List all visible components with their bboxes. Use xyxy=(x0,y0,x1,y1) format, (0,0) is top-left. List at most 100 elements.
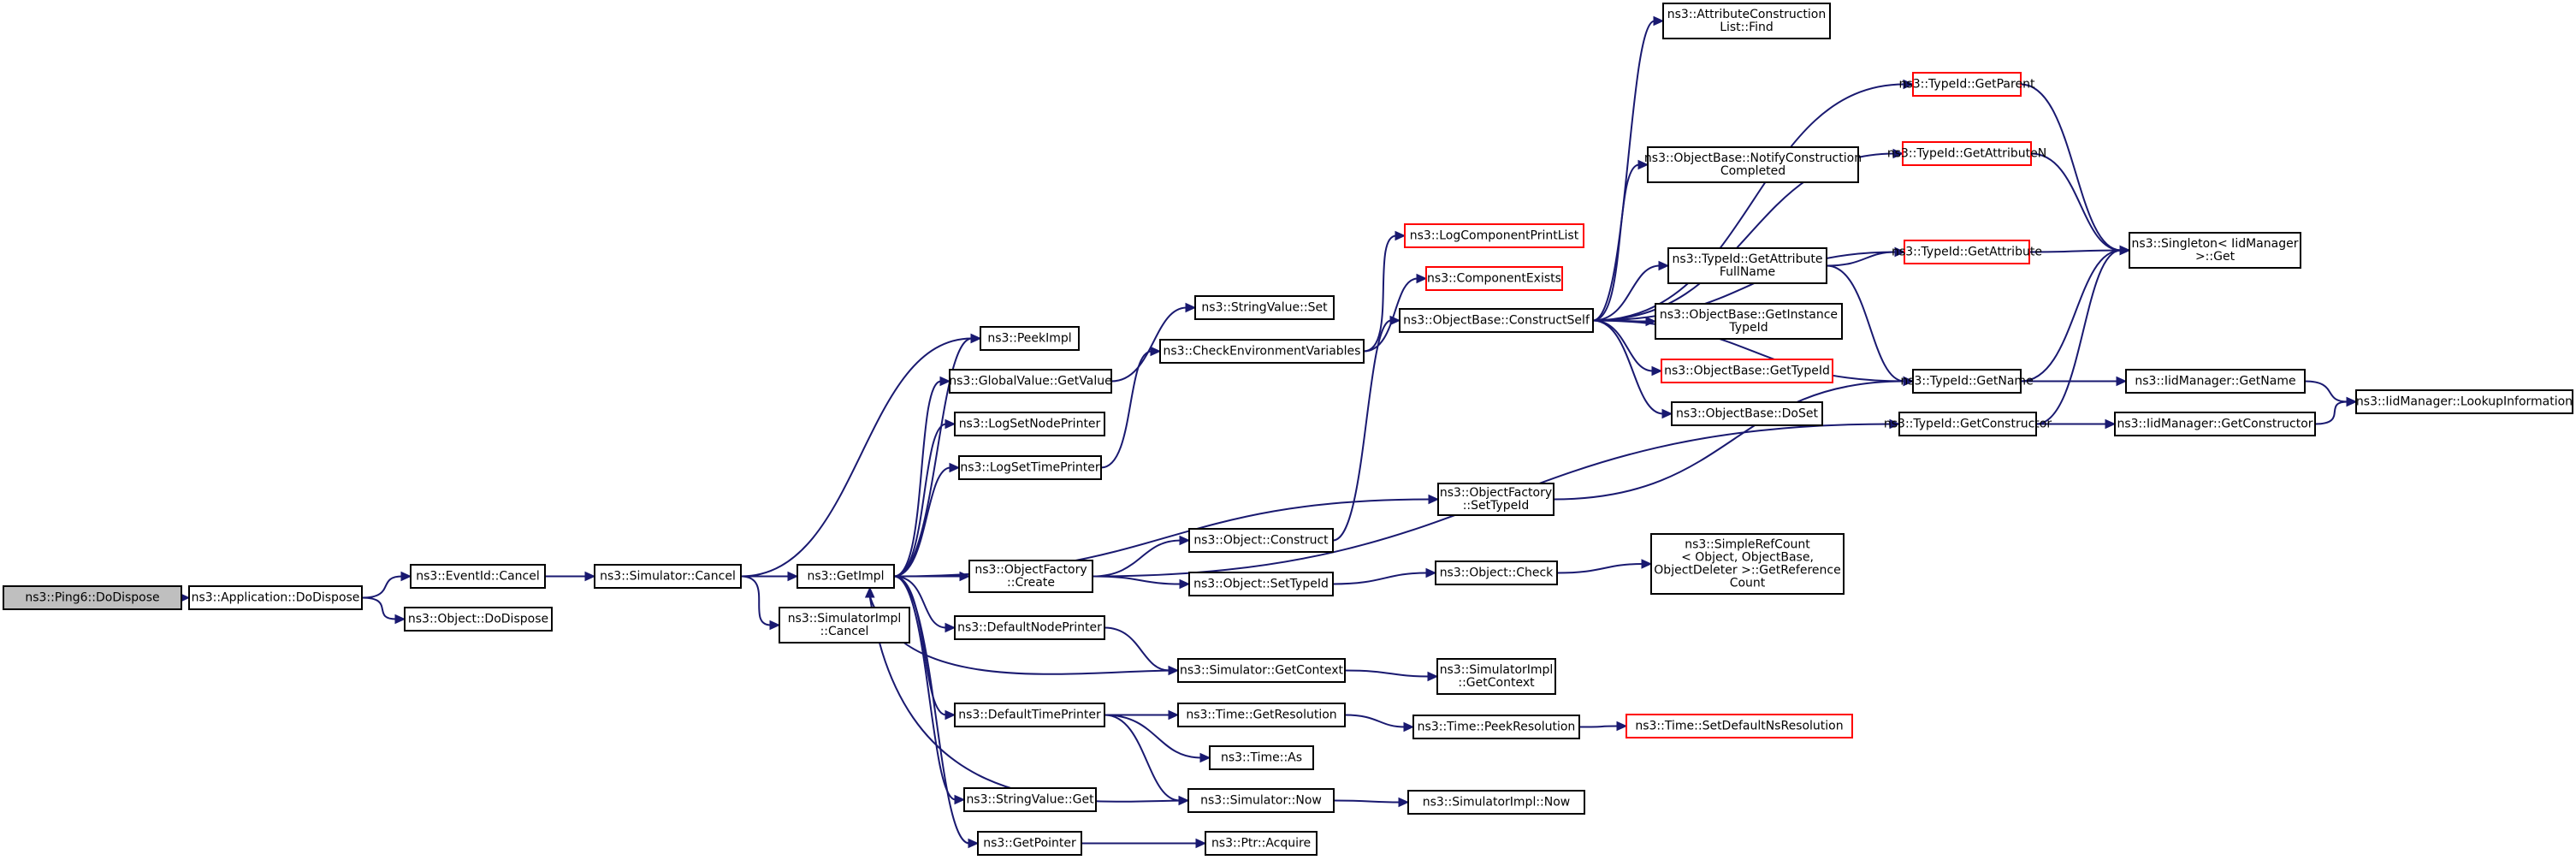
node-label: ns3::TypeId::GetAttribute xyxy=(1673,252,1823,266)
arrowhead xyxy=(1637,159,1649,170)
node-box xyxy=(968,560,1093,593)
edge-objectfactory-create-to-object-settypeid xyxy=(1092,575,1181,585)
node-box xyxy=(1647,146,1859,183)
node-stringvalue-set[interactable]: ns3::StringValue::Set xyxy=(1194,295,1335,320)
node-box xyxy=(1912,72,2022,97)
node-label: ns3::SimulatorImpl xyxy=(1440,663,1554,677)
node-time-setdefaultnsresolution[interactable]: ns3::Time::SetDefaultNsResolution xyxy=(1626,714,1853,738)
node-simimpl-now[interactable]: ns3::SimulatorImpl::Now xyxy=(1407,790,1585,815)
node-objectfactory-settypeid[interactable]: ns3::ObjectFactory::SetTypeId xyxy=(1437,483,1554,516)
node-objectbase-doset[interactable]: ns3::ObjectBase::DoSet xyxy=(1671,401,1823,426)
arrowhead xyxy=(1903,79,1915,90)
edge-simulator-cancel-to-simimpl-cancel xyxy=(740,575,772,626)
node-simulator-getcontext[interactable]: ns3::Simulator::GetContext xyxy=(1177,658,1346,683)
arrowhead xyxy=(1195,838,1207,849)
node-globalvalue-getvalue[interactable]: ns3::GlobalValue::GetValue xyxy=(949,369,1112,394)
node-typeid-getparent[interactable]: ns3::TypeId::GetParent xyxy=(1899,72,2035,97)
node-iidmanager-getname[interactable]: ns3::IidManager::GetName xyxy=(2125,369,2306,394)
node-typeid-getconstructor[interactable]: ns3::TypeId::GetConstructor xyxy=(1884,412,2052,436)
node-label: < Object, ObjectBase, xyxy=(1681,551,1814,565)
node-ptr-acquire[interactable]: ns3::Ptr::Acquire xyxy=(1205,831,1318,856)
arrowhead xyxy=(1903,376,1915,387)
node-iidmanager-getconstructor[interactable]: ns3::IidManager::GetConstructor xyxy=(2114,412,2316,436)
node-objectbase-constructself[interactable]: ns3::ObjectBase::ConstructSelf xyxy=(1399,308,1594,333)
node-typeid-getname[interactable]: ns3::TypeId::GetName xyxy=(1900,369,2034,394)
node-box xyxy=(594,564,742,589)
node-simulator-cancel[interactable]: ns3::Simulator::Cancel xyxy=(594,564,742,589)
node-getpointer[interactable]: ns3::GetPointer xyxy=(977,831,1082,856)
node-iidmanager-lookupinformation[interactable]: ns3::IidManager::LookupInformation xyxy=(2355,389,2573,414)
node-label: ns3::AttributeConstruction xyxy=(1667,8,1826,21)
arrowhead xyxy=(1425,567,1437,578)
node-app-dodispose[interactable]: ns3::Application::DoDispose xyxy=(188,585,363,610)
node-box xyxy=(1177,658,1346,683)
node-simulator-now[interactable]: ns3::Simulator::Now xyxy=(1187,788,1335,813)
node-objectbase-gettypeid[interactable]: ns3::ObjectBase::GetTypeId xyxy=(1661,359,1833,383)
arrowhead xyxy=(1199,752,1211,763)
node-typeid-getattribute[interactable]: ns3::TypeId::GetAttribute xyxy=(1892,240,2042,264)
node-simplerefcount-getreferencecount[interactable]: ns3::SimpleRefCount< Object, ObjectBase,… xyxy=(1650,533,1845,595)
node-peekimpl[interactable]: ns3::PeekImpl xyxy=(980,326,1080,351)
edge-defaulttimeprinter-to-time-as xyxy=(1104,714,1202,759)
edge-globalvalue-getvalue-to-stringvalue-set xyxy=(1110,306,1187,383)
node-componentexists[interactable]: ns3::ComponentExists xyxy=(1425,266,1563,291)
node-box xyxy=(1671,401,1823,426)
node-defaultnodeprinter[interactable]: ns3::DefaultNodePrinter xyxy=(954,615,1105,640)
node-typeid-getattributen[interactable]: ns3::TypeId::GetAttributeN xyxy=(1887,141,2046,166)
node-object-dodispose[interactable]: ns3::Object::DoDispose xyxy=(404,607,553,632)
node-label: ::Create xyxy=(1007,576,1055,590)
edge-object-settypeid-to-object-check xyxy=(1332,572,1428,585)
node-object-construct[interactable]: ns3::Object::Construct xyxy=(1188,528,1334,553)
node-logsetnodeprinter[interactable]: ns3::LogSetNodePrinter xyxy=(954,412,1105,436)
node-defaulttimeprinter[interactable]: ns3::DefaultTimePrinter xyxy=(954,703,1105,727)
node-time-as[interactable]: ns3::Time::As xyxy=(1209,745,1314,770)
node-box xyxy=(1626,714,1853,738)
arrowhead xyxy=(1416,273,1428,284)
node-stringvalue-get[interactable]: ns3::StringValue::Get xyxy=(963,787,1097,812)
edge-simulator-getcontext-to-simimpl-getcontext xyxy=(1344,669,1430,678)
node-simimpl-cancel[interactable]: ns3::SimulatorImpl::Cancel xyxy=(779,607,910,644)
edge-typeid-getattributefullname-to-typeid-getattribute xyxy=(1826,251,1897,267)
node-logsettimeprinter[interactable]: ns3::LogSetTimePrinter xyxy=(958,455,1102,480)
node-box xyxy=(404,607,553,632)
node-label: ns3::Object::Check xyxy=(1440,566,1554,580)
node-box xyxy=(1912,369,2022,394)
node-eventid-cancel[interactable]: ns3::EventId::Cancel xyxy=(410,564,546,589)
edge-app-dodispose-to-object-dodispose xyxy=(361,596,397,620)
edge-iidmanager-getname-to-iidmanager-lookupinformation xyxy=(2304,380,2348,403)
node-label: ns3::SimulatorImpl::Now xyxy=(1423,796,1571,810)
node-object-settypeid[interactable]: ns3::Object::SetTypeId xyxy=(1188,572,1334,596)
arrowhead xyxy=(1892,148,1904,159)
node-label: ns3::SimulatorImpl xyxy=(788,612,902,626)
node-time-peekresolution[interactable]: ns3::Time::PeekResolution xyxy=(1412,715,1580,739)
node-box xyxy=(1194,295,1335,320)
node-box xyxy=(1188,528,1334,553)
node-checkenvvars[interactable]: ns3::CheckEnvironmentVariables xyxy=(1159,339,1365,364)
node-getimpl[interactable]: ns3::GetImpl xyxy=(796,564,895,589)
node-object-check[interactable]: ns3::Object::Check xyxy=(1435,560,1558,585)
arrowhead xyxy=(1658,260,1670,271)
node-box xyxy=(1399,308,1594,333)
node-label: ns3::Ptr::Acquire xyxy=(1211,837,1311,851)
edge-time-getresolution-to-time-peekresolution xyxy=(1344,714,1406,728)
node-label: ns3::ObjectBase::GetInstance xyxy=(1660,308,1838,322)
node-box xyxy=(796,564,895,589)
node-ping6-dodispose[interactable]: ns3::Ping6::DoDispose xyxy=(3,585,182,610)
node-logcomponentprintlist[interactable]: ns3::LogComponentPrintList xyxy=(1404,223,1584,248)
arrowhead xyxy=(1403,721,1415,732)
node-objectbase-notifyconstructioncompleted[interactable]: ns3::ObjectBase::NotifyConstructionCompl… xyxy=(1644,146,1862,183)
node-label: ns3::IidManager::GetName xyxy=(2135,375,2295,388)
node-singleton-get[interactable]: ns3::Singleton< IidManager >::Get xyxy=(2129,232,2301,269)
node-time-getresolution[interactable]: ns3::Time::GetResolution xyxy=(1177,703,1346,727)
node-objectfactory-create[interactable]: ns3::ObjectFactory::Create xyxy=(968,560,1093,593)
node-label: ns3::Simulator::Cancel xyxy=(600,570,736,584)
node-box xyxy=(949,369,1112,394)
arrowhead xyxy=(1427,671,1439,682)
node-box xyxy=(1187,788,1335,813)
node-label: ns3::GetImpl xyxy=(807,570,884,584)
node-simimpl-getcontext[interactable]: ns3::SimulatorImpl::GetContext xyxy=(1436,658,1556,695)
